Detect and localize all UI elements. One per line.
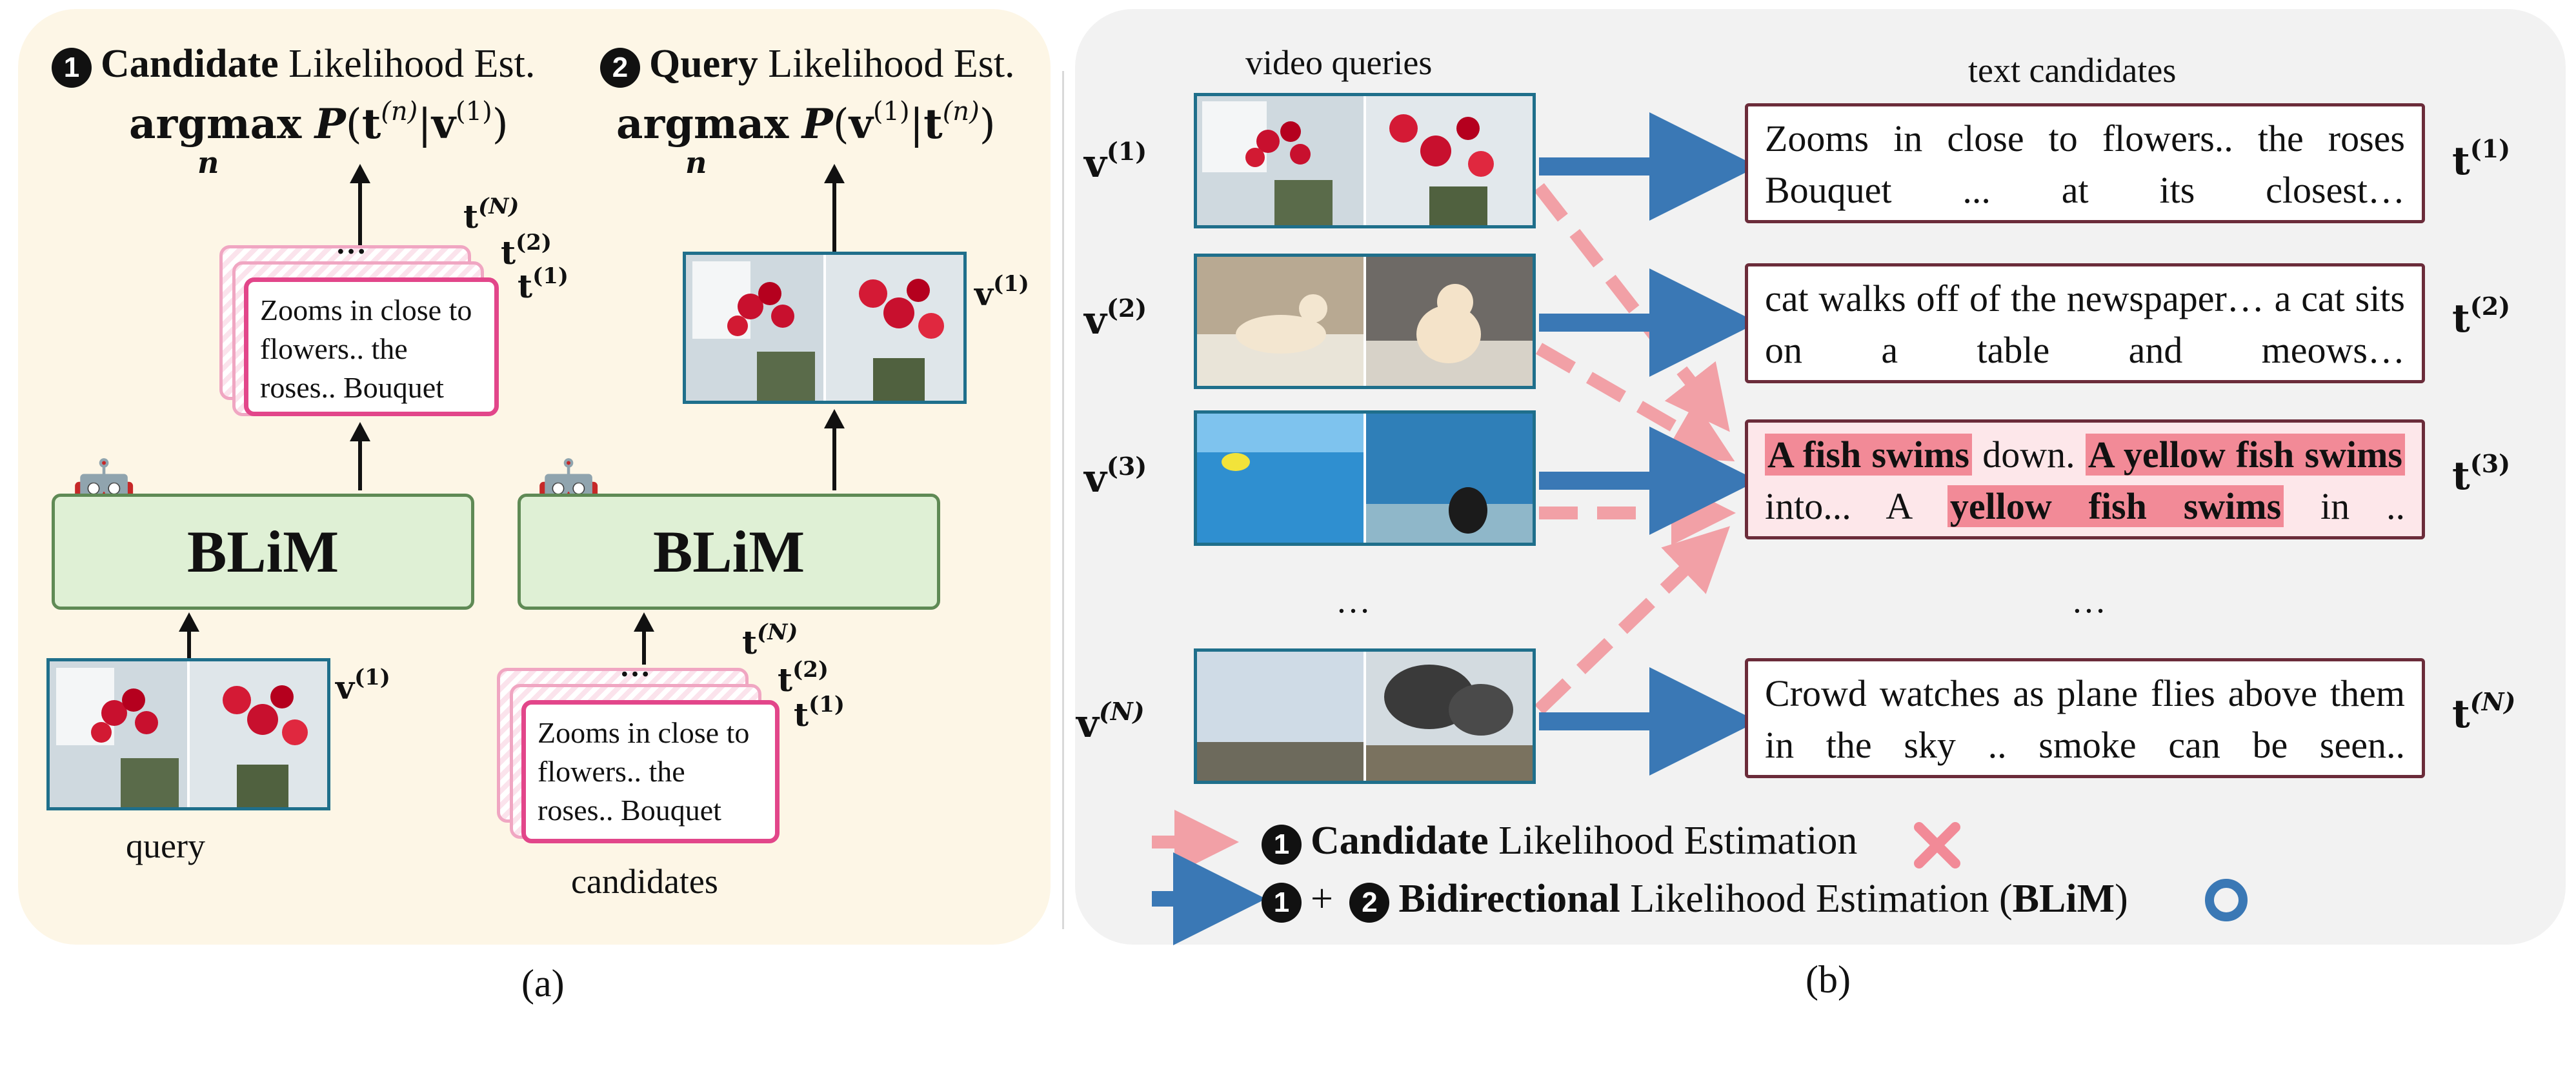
video-thumbnail-cat xyxy=(1194,254,1536,389)
var-t-2: t(2) xyxy=(501,230,552,272)
argmax-subscript-2: n xyxy=(685,145,707,180)
query-video-frame xyxy=(46,658,330,810)
text-candidates-header: text candidates xyxy=(1968,51,2177,90)
candidate-card: Zooms in close to flowers.. the roses.. … xyxy=(244,277,499,416)
arrow-up xyxy=(350,422,370,490)
candidate-formula: argmax P(t(n)|v(1)) xyxy=(129,97,508,148)
var-t-1: t(1) xyxy=(518,263,569,305)
candidates-label: candidates xyxy=(571,862,718,901)
query-formula: argmax P(v(1)|t(n)) xyxy=(616,97,996,148)
video-ellipsis: … xyxy=(1336,581,1371,620)
step-number-badge: 2 xyxy=(600,47,640,88)
var-t-2: t(2) xyxy=(778,657,829,699)
var-t-N: t(N) xyxy=(742,619,798,661)
step-number-badge: 1 xyxy=(52,47,92,88)
var-t-N: t(N) xyxy=(463,194,519,236)
video-thumbnail-flowers xyxy=(1194,93,1536,228)
panel-divider xyxy=(1062,71,1064,929)
var-t-1: t(1) xyxy=(794,692,845,734)
card-stack-dots: … xyxy=(336,226,369,261)
text-ellipsis: … xyxy=(2071,581,2106,620)
text-candidate-N: Crowd watches as plane flies above them … xyxy=(1745,658,2425,778)
var-t-1: t(1) xyxy=(2452,134,2511,184)
text-candidate-2: cat walks off of the newspaper… a cat si… xyxy=(1745,263,2425,383)
circle-icon xyxy=(2205,879,2248,921)
arrow-up xyxy=(634,612,654,665)
var-v-2: v(2) xyxy=(1084,294,1147,343)
blim-model-box: BLiM xyxy=(52,494,474,610)
video-thumbnail-crowd xyxy=(1194,648,1536,784)
text-candidate-1: Zooms in close to flowers.. the roses Bo… xyxy=(1745,103,2425,223)
caption-a: (a) xyxy=(521,962,565,1005)
var-v-N: v(N) xyxy=(1076,697,1145,747)
cross-icon xyxy=(1914,822,1960,868)
arrow-up xyxy=(350,164,370,245)
var-t-N: t(N) xyxy=(2452,687,2516,737)
video-thumbnail-fish xyxy=(1194,410,1536,546)
var-v-3: v(3) xyxy=(1084,452,1147,501)
var-t-3: t(3) xyxy=(2452,449,2511,499)
arrow-up xyxy=(824,164,845,252)
var-v-1-query: v(1) xyxy=(336,665,390,707)
query-label: query xyxy=(126,827,205,865)
step-number-badge: 1 xyxy=(1262,824,1302,865)
var-v-1: v(1) xyxy=(974,271,1029,313)
var-v-1: v(1) xyxy=(1084,137,1147,186)
video-frame-output xyxy=(683,252,967,404)
caption-b: (b) xyxy=(1806,958,1851,1001)
arrow-up xyxy=(179,612,199,665)
blim-model-box: BLiM xyxy=(518,494,940,610)
step-number-badge: 2 xyxy=(1349,882,1390,923)
var-t-2: t(2) xyxy=(2452,292,2511,341)
video-queries-header: video queries xyxy=(1245,43,1433,82)
dashed-arrow xyxy=(1535,526,1731,715)
text-candidate-3: A fish swims down. A yellow fish swims i… xyxy=(1745,419,2425,539)
candidate-card: Zooms in close to flowers.. the roses.. … xyxy=(521,700,780,843)
dashed-arrow xyxy=(1534,183,1730,432)
argmax-subscript: n xyxy=(197,145,219,180)
arrow-up xyxy=(824,409,845,490)
dashed-arrow xyxy=(1536,343,1735,461)
card-stack-dots: … xyxy=(619,649,653,683)
step-number-badge: 1 xyxy=(1262,882,1302,923)
